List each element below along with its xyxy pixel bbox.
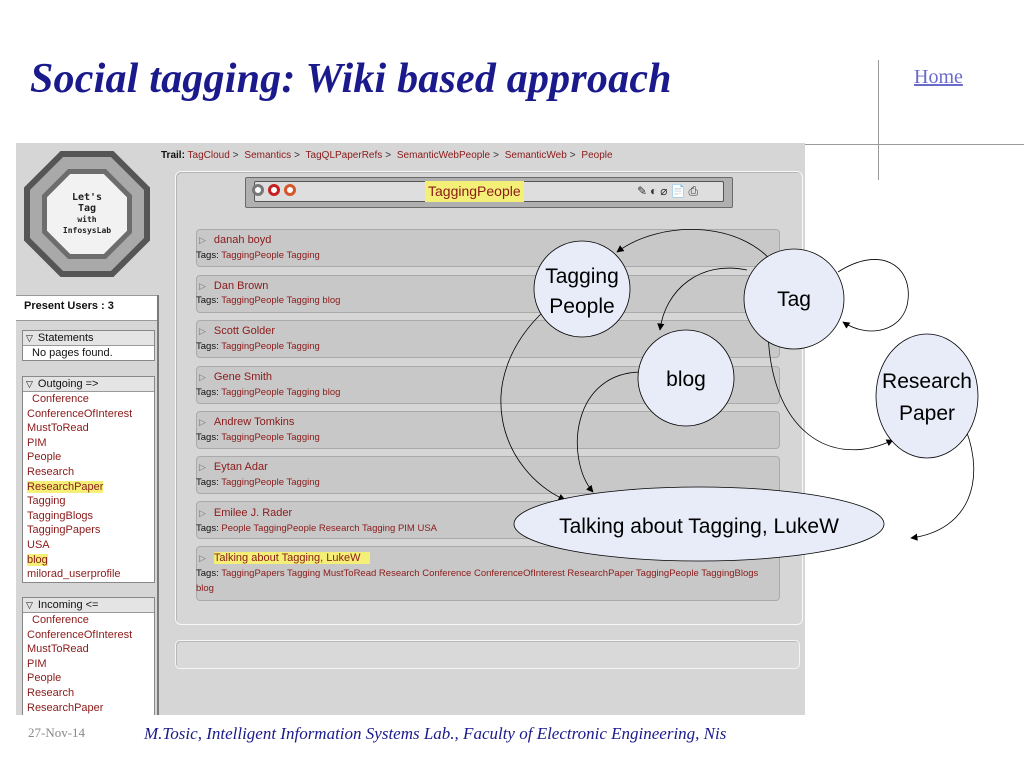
label-paper: Paper <box>899 402 955 425</box>
triangle-right-icon: ▷ <box>199 372 206 382</box>
outgoing-panel: ▽ Outgoing => Conference ConferenceOfInte… <box>22 376 155 583</box>
window-minimize-icon[interactable] <box>252 184 264 196</box>
present-users-box <box>16 295 157 321</box>
outgoing-link[interactable]: Tagging <box>27 495 66 508</box>
item-tags: Tags: TaggingPeople Tagging <box>196 250 320 261</box>
sidebar-border <box>157 295 159 715</box>
item-name-link[interactable]: ▷Dan Brown <box>199 280 269 292</box>
home-link[interactable]: Home <box>914 66 963 88</box>
item-name-link[interactable]: ▷Gene Smith <box>199 371 273 383</box>
incoming-title: Incoming <= <box>37 599 99 611</box>
outgoing-link[interactable]: USA <box>27 538 50 551</box>
outgoing-link[interactable]: Conference <box>32 393 89 405</box>
statements-header[interactable]: ▽ Statements <box>23 331 154 346</box>
slide-date: 27-Nov-14 <box>28 725 86 740</box>
window-close-icon[interactable] <box>268 184 280 196</box>
breadcrumb-link[interactable]: TagQLPaperRefs <box>305 150 383 161</box>
incoming-link[interactable]: ConferenceOfInterest <box>27 628 133 641</box>
item-tags: Tags: TaggingPeople Tagging blog <box>196 387 341 398</box>
label-research: Research <box>882 370 972 393</box>
outgoing-link[interactable]: TaggingBlogs <box>27 509 94 522</box>
node-research-paper <box>875 333 979 459</box>
item-name-link[interactable]: ▷danah boyd <box>199 234 272 246</box>
logo-line3: with <box>77 215 97 224</box>
item-tags: Tags: TaggingPeople Tagging blog <box>196 295 341 306</box>
outgoing-link-highlighted[interactable]: blog <box>27 553 48 566</box>
outgoing-link[interactable]: MustToRead <box>27 422 89 435</box>
triangle-down-icon: ▽ <box>26 600 33 610</box>
edge-researchpaper-to-talking <box>910 429 974 541</box>
triangle-right-icon: ▷ <box>199 508 206 518</box>
triangle-down-icon: ▽ <box>26 333 33 343</box>
window-maximize-icon[interactable] <box>284 184 296 196</box>
breadcrumb-link[interactable]: TagCloud <box>187 150 230 161</box>
slide-title: Social tagging: Wiki based approach <box>30 56 672 102</box>
item-tags: Tags: TaggingPeople Tagging <box>196 432 320 443</box>
list-item <box>196 456 780 494</box>
breadcrumb-link[interactable]: People <box>581 150 613 161</box>
item-name-link[interactable]: ▷Eytan Adar <box>199 461 268 473</box>
edge-tag-self-loop <box>837 259 909 332</box>
outgoing-header[interactable]: ▽ Outgoing => <box>23 377 154 392</box>
list-item <box>196 229 780 267</box>
incoming-link[interactable]: Research <box>27 686 75 699</box>
triangle-down-icon: ▽ <box>26 379 33 389</box>
item-name-link[interactable]: ▷Andrew Tomkins <box>199 416 295 428</box>
outgoing-title: Outgoing => <box>37 378 99 390</box>
statements-panel: ▽ Statements No pages found. <box>22 330 155 361</box>
breadcrumb: Trail: TagCloud> Semantics> TagQLPaperRe… <box>161 150 613 161</box>
outgoing-link[interactable]: TaggingPapers <box>27 524 101 537</box>
infosyslab-logo[interactable]: Let's Tag with InfosysLab <box>24 151 150 277</box>
slide-credit: M.Tosic, Intelligent Information Systems… <box>144 724 727 743</box>
incoming-link[interactable]: Conference <box>32 614 89 626</box>
triangle-right-icon: ▷ <box>199 235 206 245</box>
toolbar-icons[interactable]: ✎◐⌀📄⎙ <box>637 184 702 198</box>
logo-line4: InfosysLab <box>62 226 112 235</box>
triangle-right-icon: ▷ <box>199 553 206 563</box>
page-title: TaggingPeople <box>425 181 524 202</box>
incoming-link[interactable]: PIM <box>27 657 47 670</box>
divider-horizontal <box>805 144 1024 145</box>
outgoing-link[interactable]: ConferenceOfInterest <box>27 407 133 420</box>
item-tags: Tags: TaggingPapers Tagging MustToRead R… <box>196 568 759 594</box>
outgoing-link-highlighted[interactable]: ResearchPaper <box>27 480 104 493</box>
triangle-right-icon: ▷ <box>199 281 206 291</box>
item-name-link[interactable]: ▷Scott Golder <box>199 325 276 337</box>
divider-vertical <box>878 60 879 180</box>
logo-line1: Let's <box>71 192 103 203</box>
triangle-right-icon: ▷ <box>199 326 206 336</box>
item-tags: Tags: TaggingPeople Tagging <box>196 477 320 488</box>
breadcrumb-link[interactable]: SemanticWeb <box>504 150 567 161</box>
outgoing-link[interactable]: Research <box>27 465 75 478</box>
item-name-link[interactable]: ▷Emilee J. Rader <box>199 507 293 519</box>
list-item <box>196 275 780 313</box>
logo-line2: Tag <box>77 203 97 214</box>
incoming-link[interactable]: MustToRead <box>27 643 89 656</box>
item-tags: Tags: TaggingPeople Tagging <box>196 341 320 352</box>
item-name-link-highlighted[interactable]: ▷Talking about Tagging, LukeW <box>199 552 371 564</box>
outgoing-link[interactable]: PIM <box>27 436 47 449</box>
incoming-link[interactable]: People <box>27 672 62 685</box>
present-users-label: Present Users : 3 <box>24 300 114 312</box>
statements-empty: No pages found. <box>32 347 113 359</box>
incoming-link[interactable]: ResearchPaper <box>27 701 104 714</box>
trail-label: Trail: <box>161 150 185 161</box>
wiki-screenshot: Let's Tag with InfosysLab Present Users … <box>16 143 805 715</box>
incoming-panel: ▽ Incoming <= Conference ConferenceOfInte… <box>22 597 155 715</box>
outgoing-link[interactable]: milorad_userprofile <box>27 568 121 581</box>
sidebar: Let's Tag with InfosysLab Present Users … <box>16 143 159 715</box>
footer-frame <box>175 640 800 669</box>
list-item <box>196 366 780 404</box>
item-tags: Tags: People TaggingPeople Research Tagg… <box>196 523 438 534</box>
list-item <box>196 320 780 358</box>
triangle-right-icon: ▷ <box>199 462 206 472</box>
triangle-right-icon: ▷ <box>199 417 206 427</box>
breadcrumb-link[interactable]: SemanticWebPeople <box>396 150 491 161</box>
statements-title: Statements <box>37 332 94 344</box>
incoming-header[interactable]: ▽ Incoming <= <box>23 598 154 613</box>
breadcrumb-link[interactable]: Semantics <box>244 150 292 161</box>
outgoing-link[interactable]: People <box>27 451 62 464</box>
